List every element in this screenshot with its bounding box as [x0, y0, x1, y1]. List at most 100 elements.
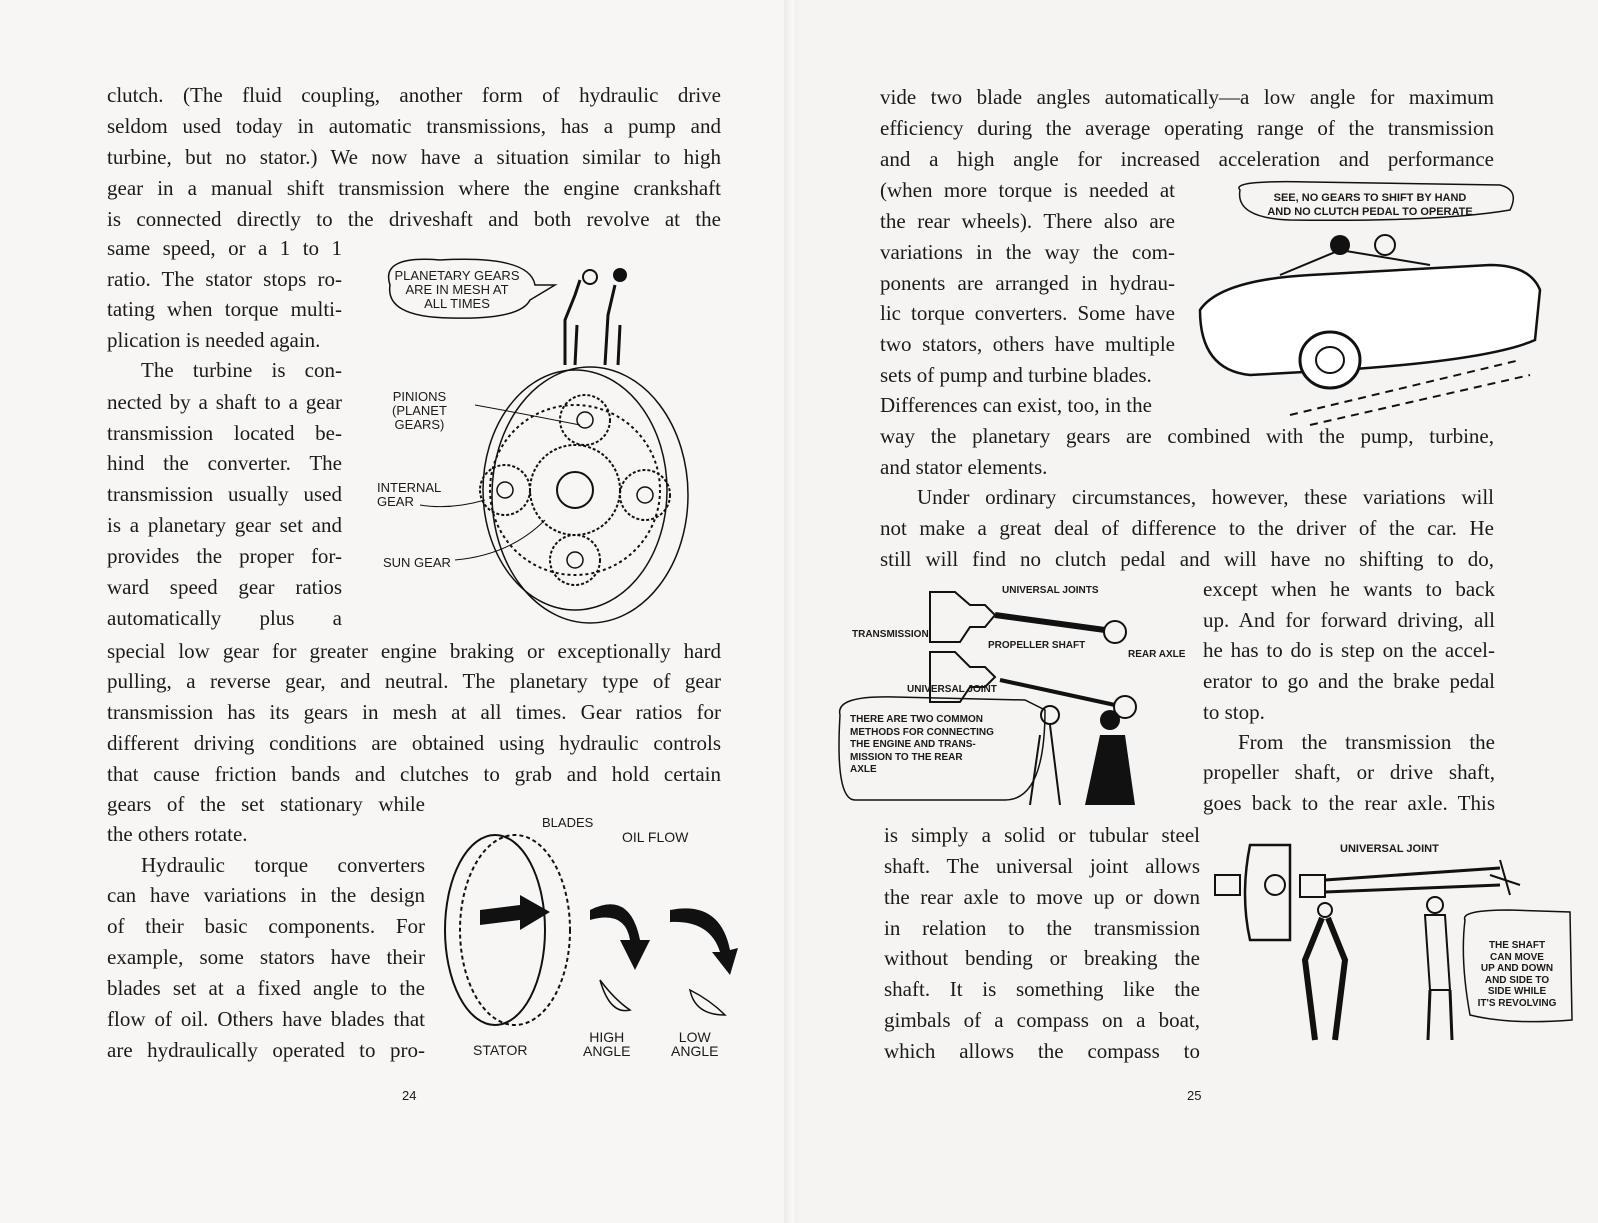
body-text-line-left: nected by a shaft to a gear — [107, 390, 342, 414]
speech-line: SIDE WHILE — [1487, 986, 1547, 997]
speech-line: ALL TIMES — [424, 296, 490, 311]
body-text-line-left: of their basic components. For — [107, 914, 425, 938]
speech-line: METHODS FOR CONNECTING — [850, 726, 994, 738]
body-text-line-left: Hydraulic torque converters — [141, 853, 425, 877]
speech-bubble-shaft: THE SHAFT CAN MOVE UP AND DOWN AND SIDE … — [1467, 940, 1567, 1009]
label-line: HIGH — [589, 1029, 625, 1045]
body-text-line-right: in relation to the transmission — [884, 916, 1200, 940]
speech-line: AND SIDE TO — [1484, 974, 1550, 986]
body-text-line-left: special low gear for greater engine brak… — [107, 639, 721, 663]
label-universal-joint: UNIVERSAL JOINT — [907, 684, 997, 695]
label-propeller-shaft: PROPELLER SHAFT — [988, 640, 1086, 651]
label-universal-joints: UNIVERSAL JOINTS — [1002, 585, 1099, 596]
label-line: ANGLE — [583, 1043, 631, 1059]
body-text-line-left: gear in a manual shift transmission wher… — [107, 176, 721, 200]
body-text-line-left: provides the proper for- — [107, 544, 342, 568]
body-text-line-left: same speed, or a 1 to 1 — [107, 236, 342, 260]
body-text-line-left: are hydraulically operated to pro- — [107, 1038, 425, 1062]
book-gutter — [784, 0, 798, 1223]
body-text-line-right: efficiency during the average operating … — [880, 116, 1494, 140]
body-text-line-right: and a high angle for increased accelerat… — [880, 147, 1494, 171]
body-text-line-left: turbine, but no stator.) We now have a s… — [107, 145, 721, 169]
body-text-line-right: way the planetary gears are combined wit… — [880, 424, 1494, 448]
body-text-line-left: the others rotate. — [107, 822, 248, 846]
label-universal-joint-2: UNIVERSAL JOINT — [1340, 843, 1439, 855]
body-text-line-right: ponents are arranged in hydrau- — [880, 271, 1175, 295]
body-text-line-left: plication is needed again. — [107, 328, 321, 352]
label-line: GEAR — [377, 494, 414, 509]
body-text-line-left: that cause friction bands and clutches t… — [107, 762, 721, 786]
speech-line: AXLE — [850, 764, 877, 775]
body-text-line-right: propeller shaft, or drive shaft, — [1203, 760, 1495, 784]
body-text-line-left: transmission has its gears in mesh at al… — [107, 700, 721, 724]
label-line: LOW — [678, 1029, 711, 1045]
page-number-left: 24 — [402, 1088, 417, 1103]
body-text-line-right: goes back to the rear axle. This — [1203, 791, 1495, 815]
body-text-line-right: which allows the compass to — [884, 1039, 1200, 1063]
body-text-line-left: transmission usually used — [107, 482, 342, 506]
speech-line: MISSION TO THE REAR — [850, 751, 963, 763]
speech-line: THE ENGINE AND TRANS- — [850, 739, 976, 750]
stator-drawing — [444, 834, 738, 1026]
body-text-line-right: not make a great deal of difference to t… — [880, 516, 1494, 540]
body-text-line-right: to stop. — [1203, 700, 1265, 724]
body-text-line-right: still will find no clutch pedal and will… — [880, 547, 1494, 571]
label-pinions: PINIONS (PLANET GEARS) — [392, 390, 447, 432]
body-text-line-right: (when more torque is needed at — [880, 178, 1175, 202]
body-text-line-right: the rear wheels). There also are — [880, 209, 1175, 233]
speech-bubble-planetary: PLANETARY GEARS ARE IN MESH AT ALL TIMES — [393, 269, 521, 311]
speech-line: THERE ARE TWO COMMON — [850, 714, 983, 725]
body-text-line-right: the rear axle to move up or down — [884, 885, 1200, 909]
body-text-line-right: and stator elements. — [880, 455, 1048, 479]
body-text-line-left: seldom used today in automatic transmiss… — [107, 114, 721, 138]
speech-line: IT'S REVOLVING — [1477, 997, 1557, 1009]
label-line: (PLANET — [392, 403, 447, 418]
label-stator: STATOR — [473, 1042, 528, 1058]
page-number-right: 25 — [1187, 1088, 1202, 1103]
label-rear-axle: REAR AXLE — [1128, 649, 1186, 660]
body-text-line-right: variations in the way the com- — [880, 240, 1175, 264]
label-sun-gear: SUN GEAR — [383, 555, 451, 570]
body-text-line-right: Differences can exist, too, in the — [880, 393, 1152, 417]
body-text-line-left: pulling, a reverse gear, and neutral. Th… — [107, 669, 721, 693]
speech-line: AND NO CLUTCH PEDAL TO OPERATE — [1267, 206, 1473, 218]
body-text-line-left: blades set at a fixed angle to the — [107, 976, 425, 1000]
label-line: PINIONS — [392, 389, 447, 404]
body-text-line-left: is a planetary gear set and — [107, 513, 342, 537]
body-text-line-right: without bending or breaking the — [884, 946, 1200, 970]
label-line: INTERNAL — [377, 480, 442, 495]
body-text-line-left: example, some stators have their — [107, 945, 425, 969]
body-text-line-left: gears of the set stationary while — [107, 792, 425, 816]
body-text-line-left: The turbine is con- — [141, 358, 342, 382]
speech-bubble-car: SEE, NO GEARS TO SHIFT BY HAND AND NO CL… — [1245, 191, 1495, 219]
universal-joint-drawing — [1214, 843, 1573, 1041]
label-blades: BLADES — [542, 815, 594, 830]
body-text-line-right: sets of pump and turbine blades. — [880, 363, 1152, 387]
body-text-line-left: is connected directly to the driveshaft … — [107, 207, 721, 231]
body-text-line-right: two stators, others have multiple — [880, 332, 1175, 356]
body-text-line-right: gimbals of a compass on a boat, — [884, 1008, 1200, 1032]
label-transmission: TRANSMISSION — [852, 629, 929, 640]
body-text-line-left: ward speed gear ratios — [107, 575, 342, 599]
body-text-line-right: vide two blade angles automatically—a lo… — [880, 85, 1494, 109]
left-page — [0, 0, 790, 1223]
driveline-drawing — [838, 591, 1137, 806]
car-drawing — [1198, 180, 1542, 426]
body-text-line-left: hind the converter. The — [107, 451, 342, 475]
body-text-line-left: can have variations in the design — [107, 883, 425, 907]
planetary-gear-drawing — [387, 258, 689, 624]
body-text-line-left: different driving conditions are obtaine… — [107, 731, 721, 755]
body-text-line-right: shaft. The universal joint allows — [884, 854, 1200, 878]
speech-line: UP AND DOWN — [1480, 963, 1554, 974]
body-text-line-left: ratio. The stator stops ro- — [107, 267, 342, 291]
label-high-angle: HIGH ANGLE — [583, 1030, 630, 1058]
body-text-line-right: is simply a solid or tubular steel — [884, 823, 1200, 847]
speech-line: THE SHAFT — [1488, 940, 1546, 951]
label-oil-flow: OIL FLOW — [622, 829, 689, 845]
body-text-line-right: shaft. It is something like the — [884, 977, 1200, 1001]
body-text-line-left: flow of oil. Others have blades that — [107, 1007, 425, 1031]
speech-line: ARE IN MESH AT — [405, 282, 509, 297]
body-text-line-left: tating when torque multi- — [107, 297, 342, 321]
body-text-line-left: transmission located be- — [107, 421, 342, 445]
speech-line: SEE, NO GEARS TO SHIFT BY HAND — [1273, 192, 1467, 204]
